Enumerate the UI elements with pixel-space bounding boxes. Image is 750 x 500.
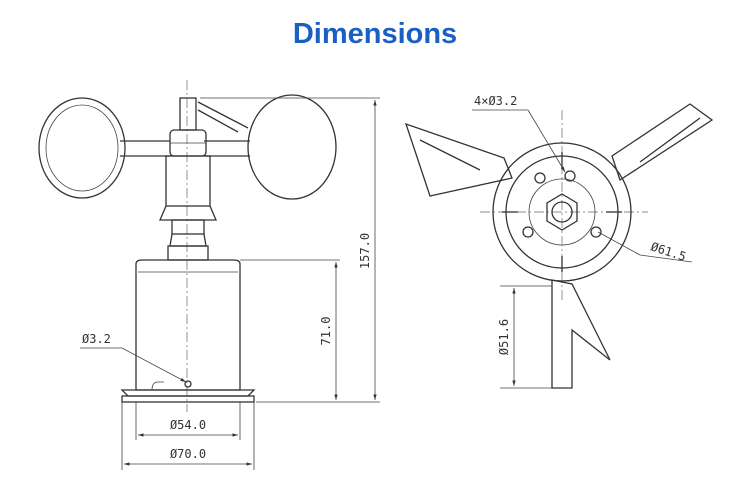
housing-body [135,259,241,391]
page-title: Dimensions [292,18,458,50]
top-view: 4×Ø3.2 Ø61.5 Ø51.6 [404,94,714,389]
left-cup [38,97,170,199]
side-view: 157.0 71.0 Ø3.2 Ø54.0 Ø70.0 [38,80,380,470]
top-hub [492,142,632,282]
dim-top-inner: Ø51.6 [497,319,511,355]
dim-body-diameter: Ø54.0 [170,418,206,432]
dim-body-height: 71.0 [319,317,333,346]
right-cup [197,94,337,200]
dim-top-circle: Ø61.5 [649,240,688,264]
dim-side-hole: Ø3.2 [82,332,111,346]
rotor-hub [159,97,217,261]
dim-base-diameter: Ø70.0 [170,447,206,461]
base-flange [120,389,256,403]
dim-overall-height: 157.0 [358,233,372,269]
dim-top-holes: 4×Ø3.2 [474,94,517,108]
